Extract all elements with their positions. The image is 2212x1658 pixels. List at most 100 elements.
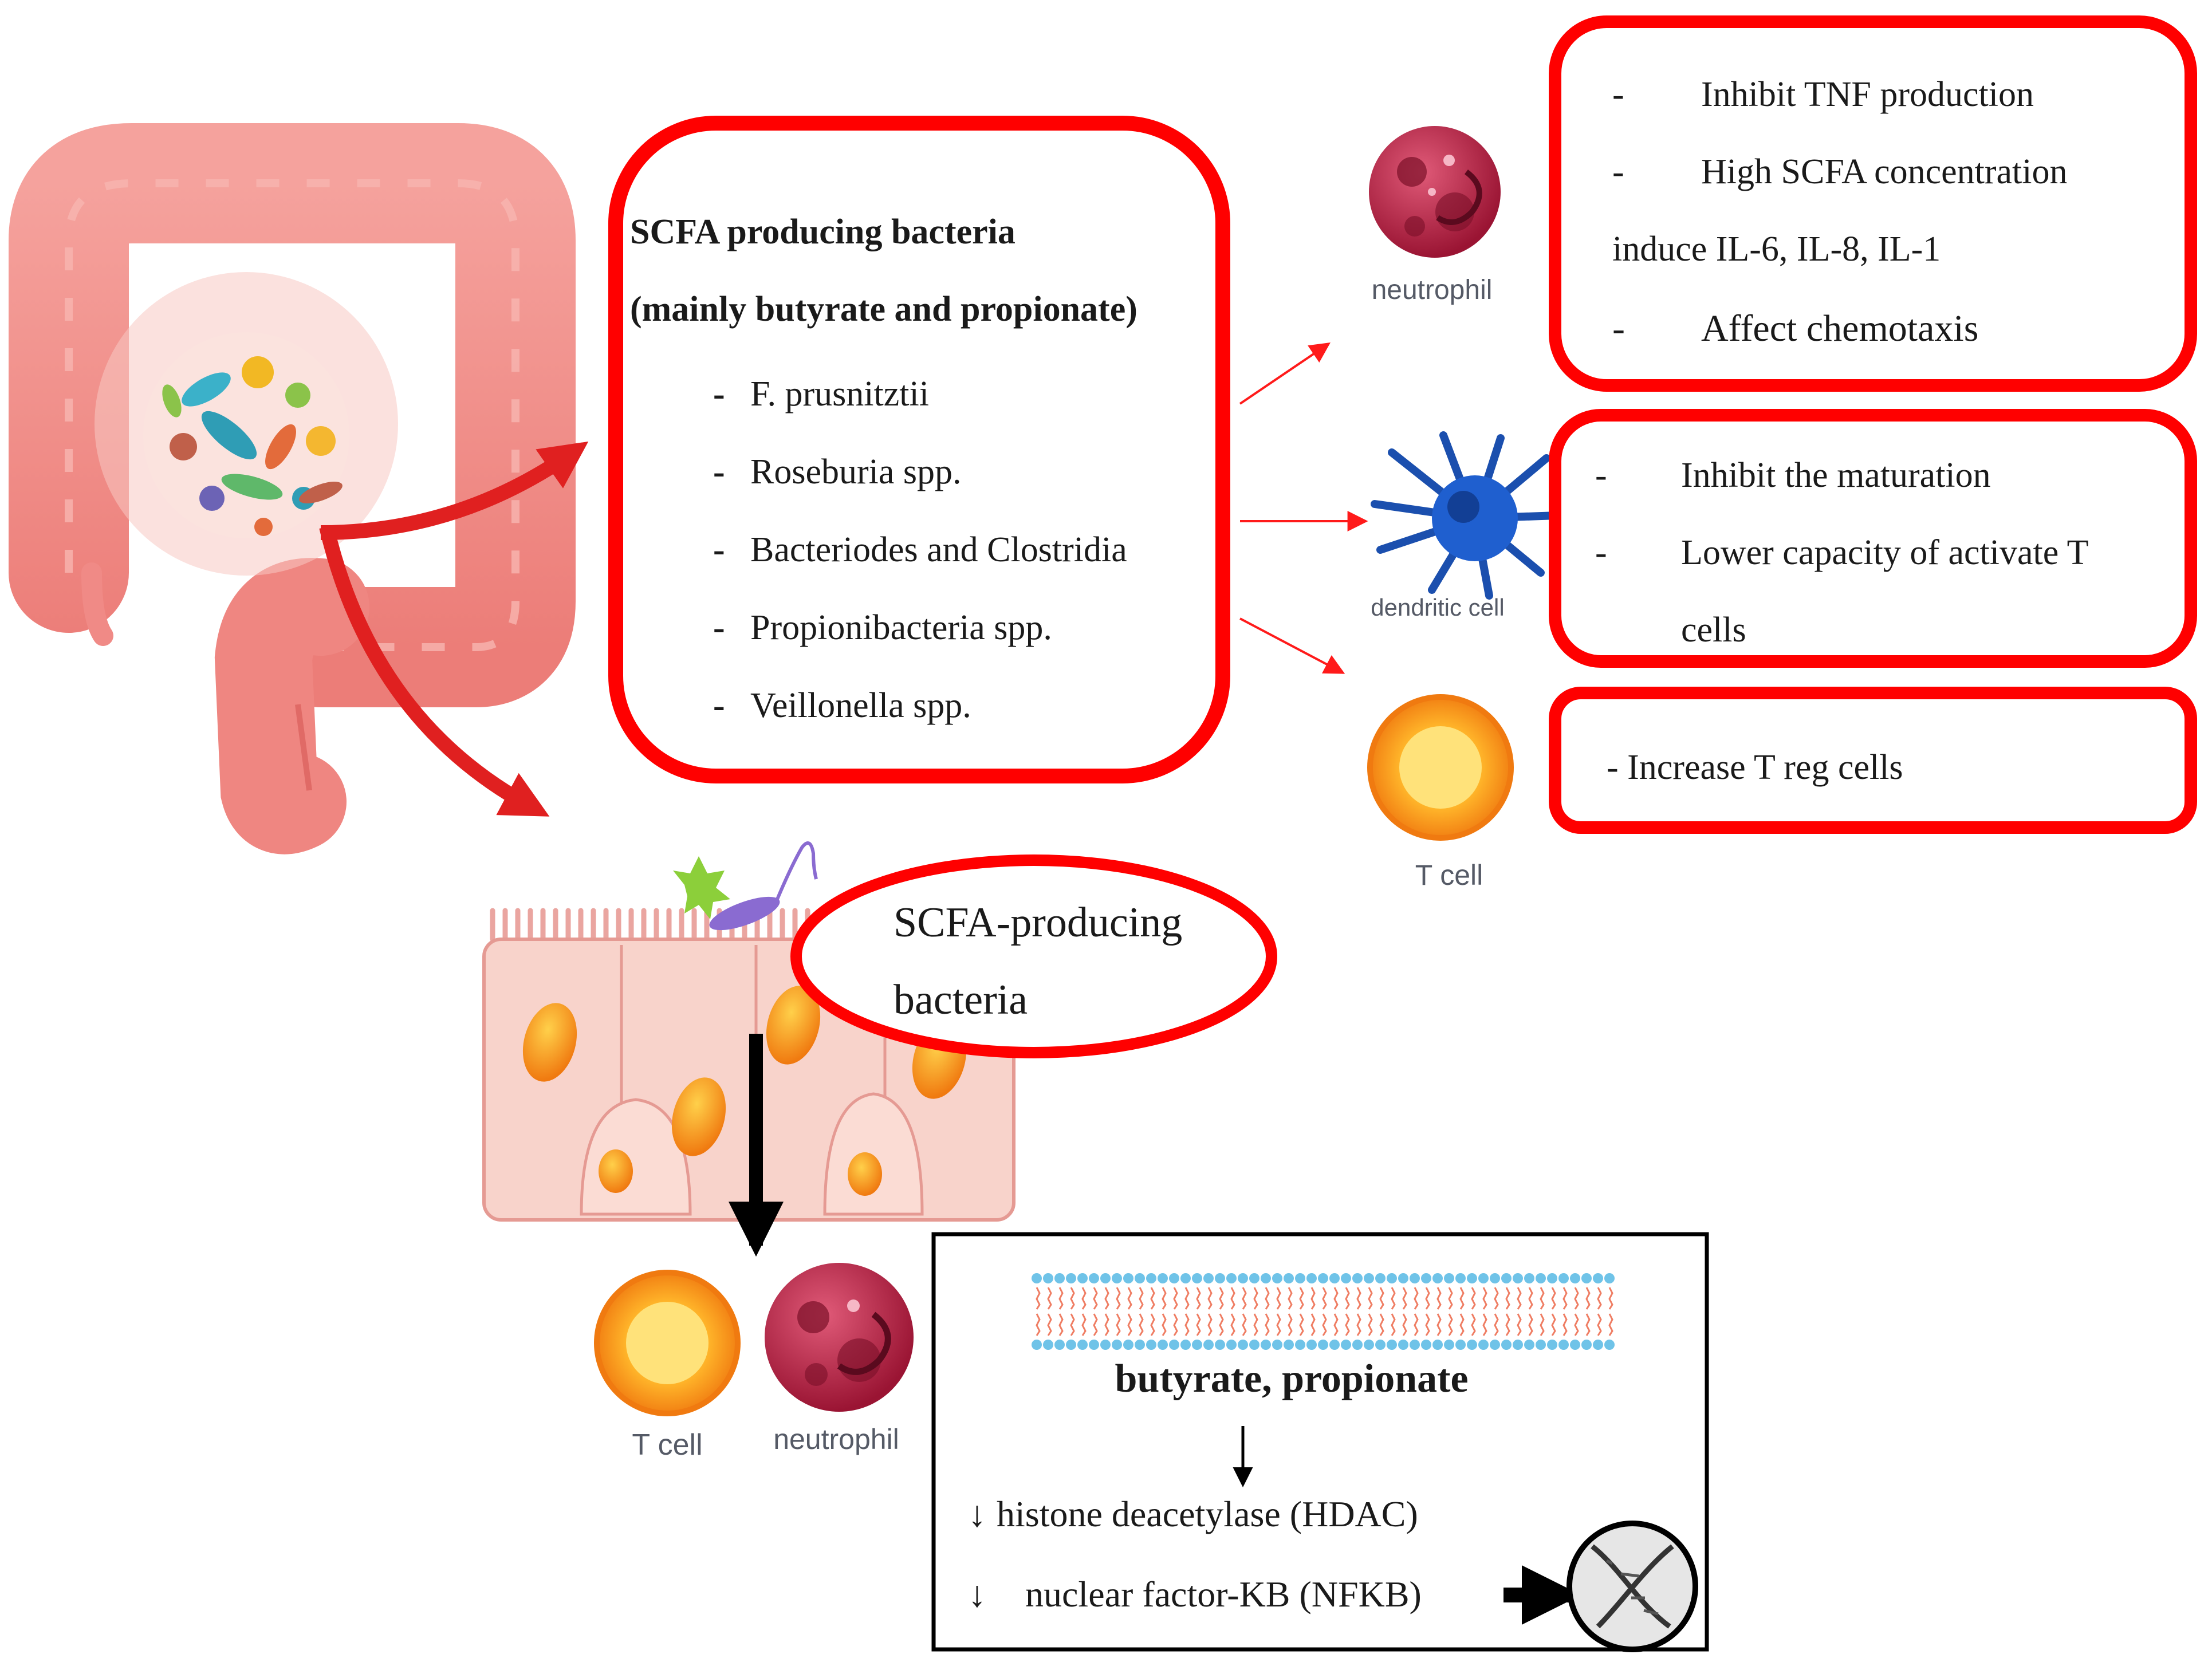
lipid-tail	[1368, 1313, 1373, 1336]
lipid-tail	[1288, 1287, 1293, 1310]
lipid-tail	[1047, 1313, 1052, 1336]
lipid-head	[1478, 1273, 1489, 1283]
lipid-head	[1410, 1340, 1420, 1350]
lipid-tail	[1184, 1313, 1190, 1336]
neutrophil-effect-1: Inhibit TNF production	[1701, 75, 2034, 114]
lipid-tail	[1058, 1287, 1064, 1310]
lipid-tail	[1391, 1287, 1396, 1310]
lipid-head	[1547, 1273, 1557, 1283]
lipid-tail	[1288, 1313, 1293, 1336]
lipid-tail	[1436, 1287, 1442, 1310]
lipid-head	[1329, 1340, 1340, 1350]
lipid-head	[1215, 1273, 1225, 1283]
lipid-head	[1490, 1273, 1500, 1283]
lipid-head	[1054, 1340, 1065, 1350]
lipid-tail	[1482, 1287, 1487, 1310]
hdac-down-arrow: ↓	[968, 1494, 986, 1534]
lipid-head	[1558, 1340, 1569, 1350]
lipid-head	[1226, 1273, 1237, 1283]
lipid-head	[1272, 1340, 1282, 1350]
lipid-tail	[1517, 1287, 1522, 1310]
lipid-head	[1547, 1340, 1557, 1350]
lipid-head	[1570, 1273, 1580, 1283]
lipid-tail	[1540, 1287, 1545, 1310]
lipid-tail	[1207, 1287, 1213, 1310]
lipid-head	[1077, 1340, 1088, 1350]
lipid-tail	[1322, 1313, 1327, 1336]
lipid-head	[1272, 1273, 1282, 1283]
lipid-tail	[1459, 1313, 1465, 1336]
lipid-tail	[1310, 1287, 1316, 1310]
scfa-bacteria-item: Roseburia spp.	[750, 452, 962, 491]
lipid-tail	[1036, 1287, 1041, 1310]
neutrophil-bullet-1: -	[1612, 75, 1624, 114]
lipid-tail	[1070, 1313, 1075, 1336]
lipid-head	[1432, 1273, 1443, 1283]
neutrophil-cell-top	[1369, 126, 1501, 258]
dendritic-bullet-2: -	[1595, 533, 1607, 572]
lipid-tail	[1104, 1313, 1109, 1336]
lipid-tail	[1517, 1313, 1522, 1336]
lipid-head	[1146, 1340, 1156, 1350]
lipid-tail	[1036, 1313, 1041, 1336]
t-cell-label-bottom: T cell	[632, 1428, 702, 1462]
lipid-tail	[1333, 1287, 1339, 1310]
lipid-head	[1467, 1273, 1477, 1283]
neutrophil-effects-box: - Inhibit TNF production - High SCFA con…	[1549, 15, 2197, 392]
lipid-tail	[1253, 1287, 1258, 1310]
lipid-tail	[1265, 1287, 1270, 1310]
lipid-tail	[1345, 1287, 1350, 1310]
dendritic-bullet-1: -	[1595, 456, 1607, 495]
lipid-head	[1284, 1340, 1294, 1350]
microbiome-cluster	[143, 332, 349, 538]
lipid-head	[1421, 1273, 1431, 1283]
mechanism-box: butyrate, propionate ↓ histone deacetyla…	[931, 1232, 1709, 1652]
lipid-head	[1375, 1340, 1386, 1350]
lipid-head	[1341, 1273, 1351, 1283]
lipid-tail	[1597, 1287, 1602, 1310]
lipid-tail	[1047, 1287, 1052, 1310]
lipid-head	[1455, 1273, 1466, 1283]
lipid-tail	[1333, 1313, 1339, 1336]
lipid-head	[1226, 1340, 1237, 1350]
nfkb-text: nuclear factor-KB (NFKB)	[1025, 1574, 1422, 1614]
lipid-tail	[1402, 1287, 1407, 1310]
lipid-tail	[1127, 1313, 1132, 1336]
t-cell-effects-box: - Increase T reg cells	[1549, 687, 2197, 834]
neutrophil-cell-bottom	[765, 1263, 914, 1412]
arrow-to-neutrophil	[1239, 342, 1331, 405]
lipid-head	[1135, 1273, 1145, 1283]
lipid-head	[1158, 1273, 1168, 1283]
hdac-text: histone deacetylase (HDAC)	[997, 1494, 1418, 1534]
lipid-head	[1146, 1273, 1156, 1283]
lipid-head	[1100, 1273, 1111, 1283]
lipid-head	[1467, 1340, 1477, 1350]
lipid-tail	[1414, 1287, 1419, 1310]
lipid-tail	[1207, 1313, 1213, 1336]
lipid-tail	[1162, 1313, 1167, 1336]
lipid-head	[1352, 1273, 1363, 1283]
mechanism-compounds: butyrate, propionate	[1115, 1357, 1468, 1401]
scfa-bacteria-item: F. prusnitztii	[750, 375, 929, 413]
lipid-head	[1180, 1340, 1191, 1350]
lipid-head	[1387, 1340, 1397, 1350]
lipid-head	[1089, 1340, 1099, 1350]
lipid-tail	[1139, 1313, 1144, 1336]
lipid-tail	[1471, 1313, 1476, 1336]
arrow-to-t-cell	[1239, 617, 1345, 674]
lipid-tail	[1574, 1313, 1579, 1336]
lipid-tail	[1127, 1287, 1132, 1310]
scfa-item-bullet: -	[713, 608, 725, 647]
lipid-head	[1444, 1273, 1454, 1283]
lipid-tail	[1242, 1313, 1247, 1336]
neutrophil-bullet-4: -	[1612, 308, 1625, 349]
lipid-head	[1329, 1273, 1340, 1283]
dendritic-cell-label: dendritic cell	[1371, 594, 1504, 621]
lipid-tail	[1253, 1313, 1258, 1336]
lipid-head	[1387, 1273, 1397, 1283]
lipid-head	[1180, 1273, 1191, 1283]
lipid-head	[1341, 1340, 1351, 1350]
lipid-head	[1238, 1340, 1248, 1350]
lipid-tail	[1299, 1313, 1304, 1336]
